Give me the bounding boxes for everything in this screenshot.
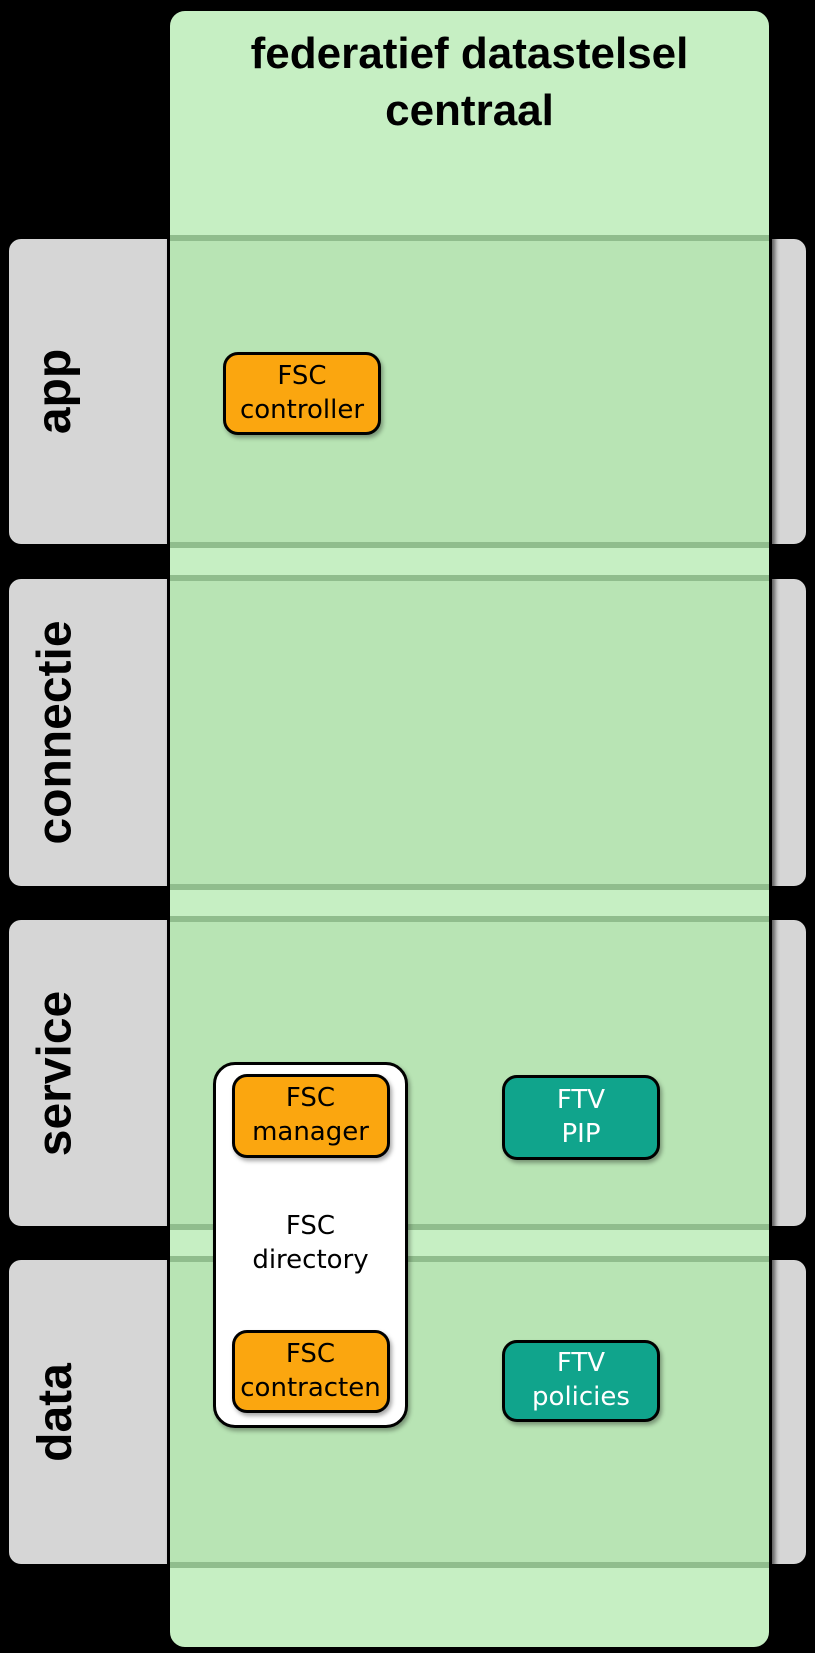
layer-band-data-label: data	[28, 1362, 82, 1462]
layer-band-connectie-label-box: connectie	[9, 579, 101, 886]
fsc-directory-container: FSC manager FSC directory FSC contracten	[213, 1062, 408, 1428]
layer-band-service-label: service	[28, 990, 82, 1156]
layer-band-app-label-box: app	[9, 239, 101, 544]
ftv-pip-node: FTV PIP	[502, 1075, 660, 1160]
layer-band-app-label: app	[28, 348, 82, 435]
central-panel: federatief datastelsel centraal FSC cont…	[167, 8, 772, 1650]
ftv-policies-node: FTV policies	[502, 1340, 660, 1422]
layer-band-data-label-box: data	[9, 1260, 101, 1564]
fsc-manager-node: FSC manager	[231, 1074, 390, 1158]
layer-band-connectie-label: connectie	[28, 620, 82, 845]
fsc-contracten-node: FSC contracten	[231, 1330, 390, 1413]
fsc-controller-node: FSC controller	[223, 352, 381, 435]
panel-row-connectie	[170, 575, 769, 890]
fsc-directory-label: FSC directory	[252, 1211, 369, 1275]
layer-band-service-label-box: service	[9, 920, 101, 1226]
panel-title: federatief datastelsel centraal	[250, 29, 689, 136]
